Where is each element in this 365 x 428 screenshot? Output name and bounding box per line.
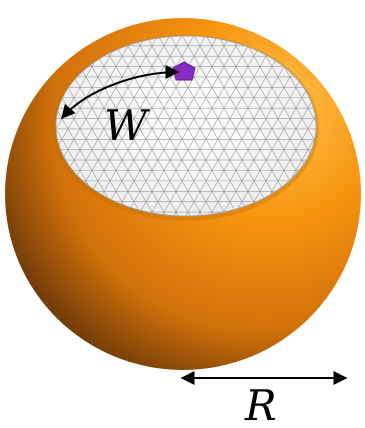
geodesic-arrow — [61, 65, 180, 120]
radius-label: R — [244, 381, 277, 428]
triangular-mesh — [56, 36, 316, 216]
mesh-lines — [56, 36, 316, 216]
cap-width-label: W — [104, 101, 151, 150]
